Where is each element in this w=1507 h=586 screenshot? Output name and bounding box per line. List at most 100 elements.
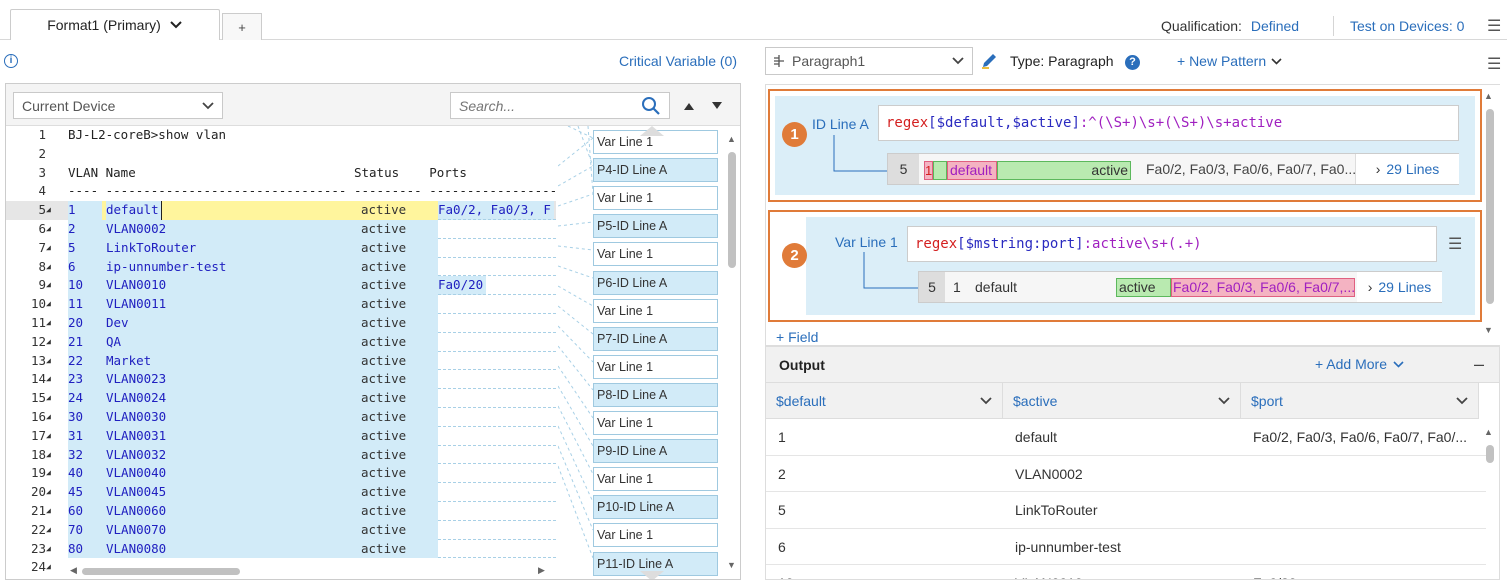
search-box[interactable] (450, 92, 670, 119)
collapse-marker-icon[interactable]: ◢ (46, 393, 51, 403)
collapse-marker-icon[interactable]: ◢ (46, 336, 51, 346)
scroll-right-icon[interactable]: ▶ (538, 565, 545, 575)
critical-variable-link[interactable]: Critical Variable (0) (619, 53, 737, 69)
field-label[interactable]: ID Line A (812, 116, 869, 132)
collapse-marker-icon[interactable]: ◢ (46, 449, 51, 459)
collapse-marker-icon[interactable]: ◢ (46, 487, 51, 497)
collapse-marker-icon[interactable]: ◢ (46, 412, 51, 421)
add-field-button[interactable]: + Field (776, 329, 819, 345)
menu-icon[interactable]: ☰ (1487, 18, 1502, 35)
collapse-marker-icon[interactable]: ◢ (46, 468, 51, 478)
chevron-down-icon (1271, 57, 1282, 65)
collapse-marker-icon[interactable]: ◢ (46, 374, 51, 384)
scroll-thumb[interactable] (1486, 445, 1494, 463)
collapse-marker-icon[interactable]: ◢ (46, 506, 51, 515)
mapping-label[interactable]: P5-ID Line A (593, 214, 718, 239)
mapping-label[interactable]: Var Line 1 (593, 411, 718, 435)
column-header[interactable]: $default (766, 383, 1003, 419)
mapping-label[interactable]: P8-ID Line A (593, 382, 718, 407)
collapse-marker-icon[interactable]: ◢ (46, 355, 51, 365)
collapse-marker-icon[interactable]: ◢ (46, 430, 51, 440)
mapping-label[interactable]: Var Line 1 (593, 298, 718, 323)
chevron-down-icon[interactable] (169, 17, 183, 33)
mapping-label[interactable]: Var Line 1 (593, 467, 718, 492)
minimize-icon[interactable]: – (1474, 354, 1485, 374)
field-2-panel[interactable]: 2 Var Line 1 regex[$mstring:port]:active… (768, 210, 1482, 322)
collapse-marker-icon[interactable]: ◢ (46, 562, 51, 572)
mapping-label[interactable]: P6-ID Line A (593, 270, 718, 295)
mapping-label[interactable]: Var Line 1 (593, 354, 718, 379)
line-number: 7 (38, 239, 46, 255)
new-pattern-button[interactable]: + New Pattern (1177, 53, 1282, 69)
info-icon[interactable]: i (4, 54, 18, 68)
edit-pencil-icon[interactable] (981, 52, 998, 72)
column-header[interactable]: $active (1003, 383, 1241, 419)
device-select[interactable]: Current Device (13, 92, 223, 119)
table-cell: LinkToRouter (1015, 502, 1098, 519)
table-cell: Fa0/20 (1253, 575, 1297, 579)
help-icon[interactable]: ? (1125, 55, 1140, 70)
qualification-value[interactable]: Defined (1250, 18, 1300, 34)
collapse-marker-icon[interactable]: ◢ (46, 318, 51, 327)
chevron-down-icon[interactable] (980, 396, 992, 405)
mapping-label[interactable]: Var Line 1 (593, 242, 718, 267)
scroll-up-icon[interactable]: ▲ (1484, 427, 1493, 437)
field-1-panel[interactable]: 1 ID Line A regex[$default,$active]:^(\S… (768, 89, 1482, 202)
collapse-marker-icon[interactable]: ◢ (46, 299, 51, 309)
chevron-down-icon[interactable] (1456, 396, 1468, 405)
collapse-marker-icon[interactable]: ◢ (46, 224, 51, 233)
search-input[interactable] (459, 97, 629, 114)
collapse-marker-icon[interactable]: ◢ (46, 242, 51, 252)
mapping-label[interactable]: P4-ID Line A (593, 158, 718, 183)
regex-vars: [$default,$active] (928, 115, 1080, 131)
lines-link[interactable]: ›29 Lines (1357, 272, 1442, 302)
collapse-marker-icon[interactable]: ◢ (46, 261, 51, 271)
code-text: VLAN Name Status Ports (68, 164, 467, 180)
mapping-label[interactable]: P9-ID Line A (593, 439, 718, 464)
scroll-thumb[interactable] (728, 152, 736, 268)
collapse-marker-icon[interactable]: ◢ (46, 524, 51, 534)
paragraph-select[interactable]: Paragraph1 (765, 47, 973, 75)
add-tab-button[interactable]: + (222, 13, 262, 40)
field-label[interactable]: Var Line 1 (835, 234, 898, 250)
mapping-label[interactable]: P7-ID Line A (593, 326, 718, 351)
column-header[interactable]: $port (1241, 383, 1479, 419)
collapse-marker-icon[interactable]: ◢ (46, 205, 51, 215)
test-on-devices-link[interactable]: Test on Devices: 0 (1350, 18, 1465, 34)
mapping-label[interactable]: P10-ID Line A (593, 495, 718, 520)
search-next-icon[interactable] (711, 98, 723, 114)
scroll-down-icon[interactable]: ▼ (1484, 325, 1493, 335)
scroll-thumb[interactable] (1486, 109, 1494, 304)
horizontal-scrollbar[interactable]: ◀ ▶ (68, 564, 550, 578)
add-more-button[interactable]: + Add More (1315, 356, 1404, 372)
table-row[interactable]: 10VLAN0010Fa0/20 (766, 565, 1486, 579)
search-icon[interactable] (641, 96, 661, 116)
mapping-label[interactable]: Var Line 1 (593, 186, 718, 211)
mapping-label[interactable]: Var Line 1 (593, 523, 718, 548)
chevron-down-icon[interactable] (1218, 396, 1230, 405)
vertical-scrollbar[interactable]: ▲ ▼ (727, 134, 736, 570)
add-more-label: + Add More (1315, 356, 1387, 372)
scroll-thumb[interactable] (82, 568, 240, 575)
lines-link[interactable]: ›29 Lines (1355, 154, 1459, 184)
new-pattern-label: + New Pattern (1177, 53, 1267, 69)
collapse-marker-icon[interactable]: ◢ (46, 543, 51, 553)
vlan-status: active (361, 483, 409, 502)
vlan-name: VLAN0030 (106, 408, 167, 427)
collapse-marker-icon[interactable]: ◢ (46, 280, 51, 290)
regex-input[interactable]: regex[$default,$active]:^(\S+)\s+(\S+)\s… (878, 105, 1459, 141)
regex-input[interactable]: regex[$mstring:port]:active\s+(.+) (907, 226, 1437, 262)
menu-icon[interactable]: ☰ (1487, 56, 1502, 73)
tab-format1[interactable]: Format1 (Primary) (10, 9, 220, 40)
scroll-left-icon[interactable]: ◀ (70, 565, 77, 575)
table-cell: 10 (778, 575, 794, 579)
search-prev-icon[interactable] (683, 98, 695, 114)
field-menu-icon[interactable]: ☰ (1448, 236, 1463, 253)
scroll-up-icon[interactable]: ▲ (1484, 91, 1493, 101)
